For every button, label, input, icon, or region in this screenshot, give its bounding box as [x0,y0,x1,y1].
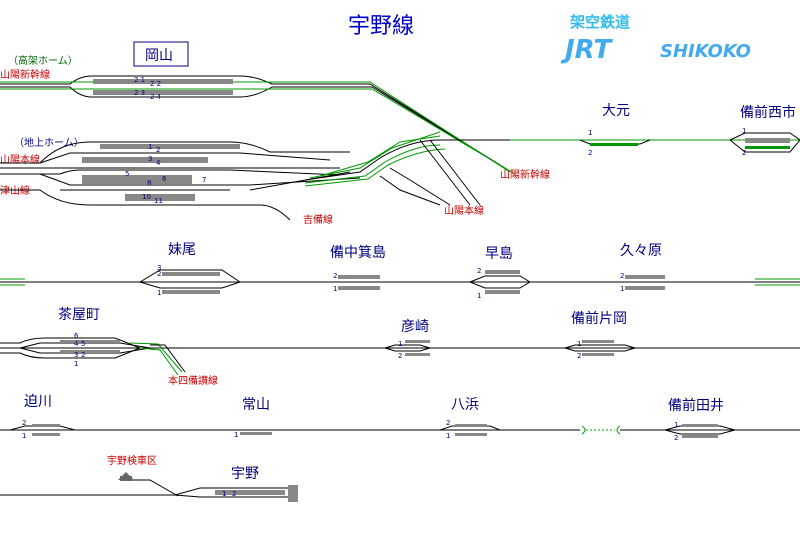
tai-track-2: 2 [674,434,678,442]
senoo-track-2: 2 [157,270,161,278]
nishiichi-track-1: 1 [742,127,746,135]
mishima-track-1: 1 [333,285,337,293]
hayashima-track-1: 1 [477,292,481,300]
brand-logo: JRT [560,35,614,65]
station-kukuhara: 久々原 [620,243,662,259]
chayamachi-track-6: 6 [74,332,79,340]
track-1: 1 [148,143,152,151]
chayamachi-track-3: 3 [74,351,78,359]
kataoka-track-1: 1 [577,340,581,348]
station-uno: 宇野 [231,466,259,482]
track-24: 2 4 [150,93,162,101]
track-5: 5 [125,170,129,178]
station-okayama: 岡山 [145,48,173,64]
station-senoo: 妹尾 [168,242,196,258]
chayamachi-track-4: 4 [74,340,79,348]
track-23: 2 3 [134,89,145,97]
label-honshi-bisan-line: 本四備讃線 [168,374,218,387]
track-10: 10 [142,193,151,201]
kukuhara-track-1: 1 [620,285,624,293]
label-sanyo-shinkansen-east: 山陽新幹線 [500,168,550,181]
station-tsuneyama: 常山 [242,397,270,413]
sakogawa-track-2: 2 [22,419,26,427]
track-4: 4 [156,159,161,167]
hachihama-track-2: 2 [446,419,450,427]
station-sakogawa: 迫川 [24,394,52,410]
track-11: 11 [154,197,163,205]
nishiichi-track-2: 2 [742,149,746,157]
omoto-station-tracks [510,132,800,153]
row4-tracks [0,424,800,438]
senoo-track-1: 1 [157,289,161,297]
brand-logo-shikoko: SHIKOKO [660,41,751,62]
chayamachi-track-1: 1 [74,360,78,368]
uno-track-1: 1 [222,490,226,498]
okayama-ground-tracks [0,131,800,221]
station-bizen-tai: 備前田井 [668,397,724,414]
track-3: 3 [148,155,152,163]
track-8: 8 [147,179,151,187]
label-uno-depot: 宇野検車区 [107,454,157,467]
station-bichu-mishima: 備中箕島 [330,244,386,261]
station-chayamachi: 茶屋町 [58,307,100,323]
line-title: 宇野線 [348,14,414,39]
track-6: 6 [162,175,167,183]
hikosaki-track-2: 2 [398,352,402,360]
station-omoto: 大元 [602,103,630,119]
hachihama-track-1: 1 [446,432,450,440]
omoto-track-2: 2 [588,149,592,157]
okayama-name-box [133,41,189,67]
mishima-track-2: 2 [333,272,337,280]
station-bizen-kataoka: 備前片岡 [571,310,627,327]
senoo-track-3: 3 [157,264,161,272]
row2-tracks [0,269,800,294]
kataoka-track-2: 2 [577,352,581,360]
row3-tracks [0,337,800,376]
label-sanyo-shinkansen-west: 山陽新幹線 [0,68,50,81]
label-chijo-home: （地上ホーム） [14,136,84,149]
omoto-track-1: 1 [588,129,592,137]
kukuhara-track-2: 2 [620,272,624,280]
row5-tracks [0,472,298,502]
track-21: 2 1 [134,76,145,84]
sakogawa-track-1: 1 [22,432,26,440]
station-hayashima: 早島 [485,246,513,262]
track-2: 2 [156,146,160,154]
label-kibi-line: 吉備線 [303,213,333,226]
tsuneyama-track-1: 1 [234,431,238,439]
label-sanyo-line-west: 山陽本線 [0,153,40,166]
tai-track-1: 1 [674,421,678,429]
hayashima-track-2: 2 [477,267,481,275]
station-hachihama: 八浜 [451,397,479,413]
label-koka-home: （高架ホーム） [8,54,78,67]
shinkansen-tracks [0,75,516,175]
uno-track-2: 2 [232,490,236,498]
chayamachi-track-2: 2 [81,351,85,359]
brand-kanji: 架空鉄道 [569,13,630,31]
hikosaki-track-1: 1 [398,340,402,348]
label-sanyo-line-east: 山陽本線 [444,204,484,217]
station-bizen-nishiichi: 備前西市 [740,104,796,121]
track-7: 7 [202,176,206,184]
chayamachi-track-5: 5 [81,340,85,348]
station-hikosaki: 彦崎 [401,319,429,335]
track-22: 2 2 [150,80,161,88]
